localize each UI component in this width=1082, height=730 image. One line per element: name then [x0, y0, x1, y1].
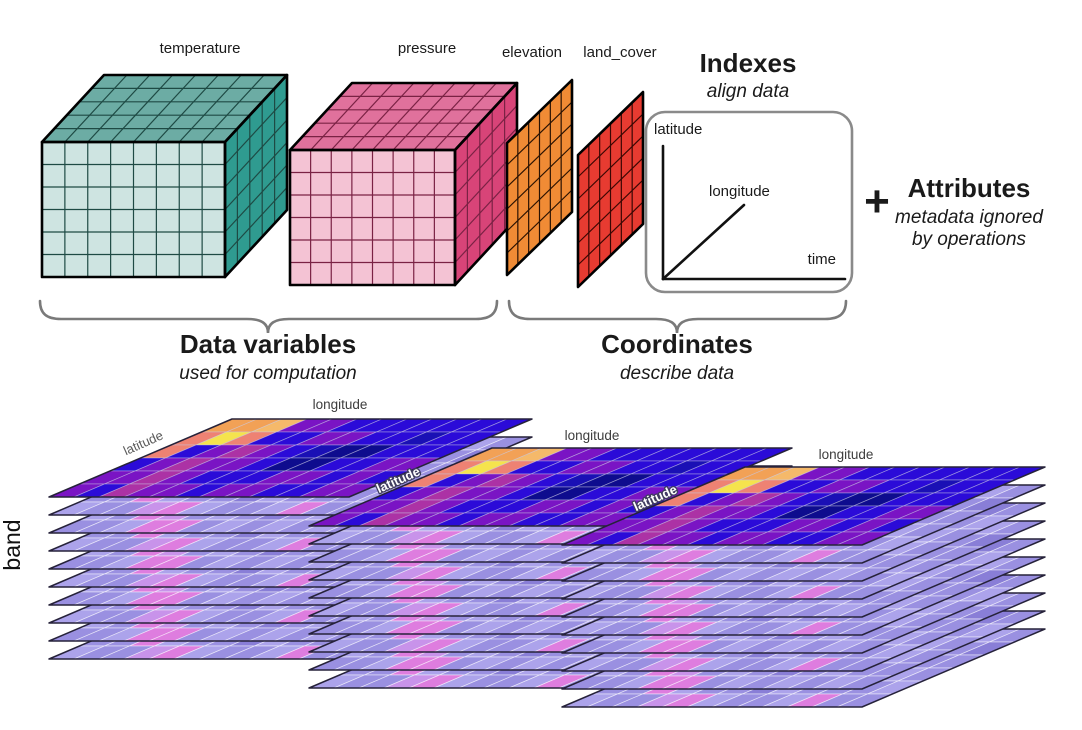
attributes-subtitle-line2: by operations	[912, 229, 1027, 250]
attributes-title: Attributes	[908, 173, 1031, 203]
indexes-title: Indexes	[700, 48, 797, 78]
coordinates-subtitle: describe data	[620, 363, 734, 384]
stack2-longitude-label: longitude	[565, 428, 620, 443]
temperature-cube	[40, 73, 289, 279]
land-cover-label: land_cover	[583, 44, 656, 61]
latitude-axis-label: latitude	[654, 121, 702, 138]
data-variables-brace	[38, 299, 499, 334]
band-axis-label: band	[0, 519, 25, 570]
plus-sign: +	[864, 177, 890, 226]
attributes-subtitle-line1: metadata ignored	[895, 207, 1044, 228]
stack3-longitude-label: longitude	[819, 447, 874, 462]
time-axis-label: time	[808, 251, 836, 268]
elevation-label: elevation	[502, 44, 562, 61]
coordinates-title: Coordinates	[601, 329, 753, 359]
indexes-axes-box: latitude longitude time	[644, 110, 854, 294]
longitude-axis-label: longitude	[709, 183, 770, 200]
band-stack-3	[561, 466, 1046, 708]
data-variables-title: Data variables	[180, 329, 356, 359]
temperature-label: temperature	[160, 40, 241, 57]
coordinates-brace	[507, 299, 848, 334]
indexes-subtitle: align data	[707, 81, 789, 102]
land-cover-plane	[576, 90, 645, 289]
pressure-cube	[288, 81, 519, 287]
stack1-longitude-label: longitude	[313, 397, 368, 412]
pressure-label: pressure	[398, 40, 456, 57]
longitude-axis-line	[661, 203, 746, 281]
elevation-plane	[505, 78, 574, 277]
data-variables-subtitle: used for computation	[179, 363, 356, 384]
raster-band-stacks	[48, 418, 1046, 708]
